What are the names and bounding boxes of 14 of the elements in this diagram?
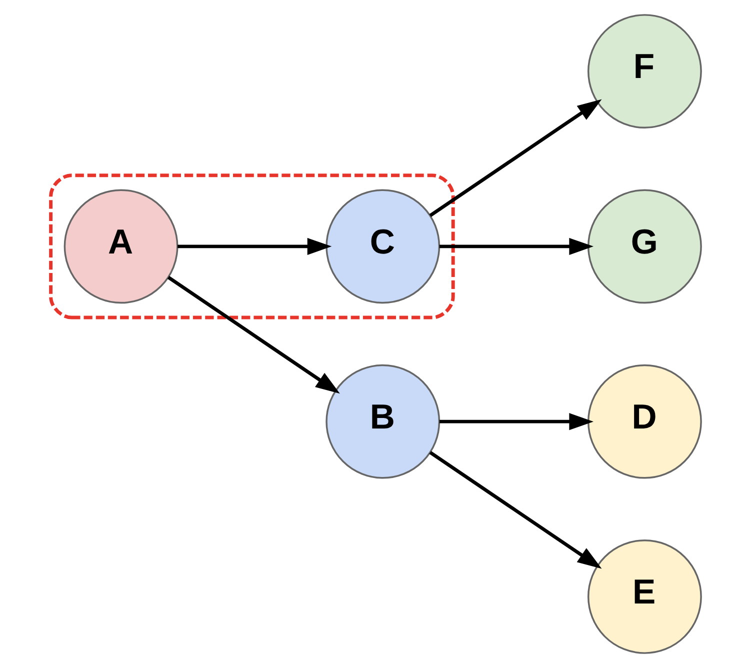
node-circle: B <box>326 364 440 479</box>
node-circle: F <box>587 14 702 129</box>
arrow <box>439 238 594 255</box>
arrow <box>178 238 332 255</box>
node-circle: E <box>587 539 702 654</box>
arrow <box>167 276 340 394</box>
node-circle: C <box>326 189 440 304</box>
cluster <box>49 174 455 320</box>
node-circle: G <box>587 189 702 304</box>
arrow <box>429 99 602 217</box>
node-circle: D <box>587 364 702 479</box>
arrow <box>439 413 594 430</box>
arrow <box>429 451 602 569</box>
node-circle: A <box>64 189 178 304</box>
